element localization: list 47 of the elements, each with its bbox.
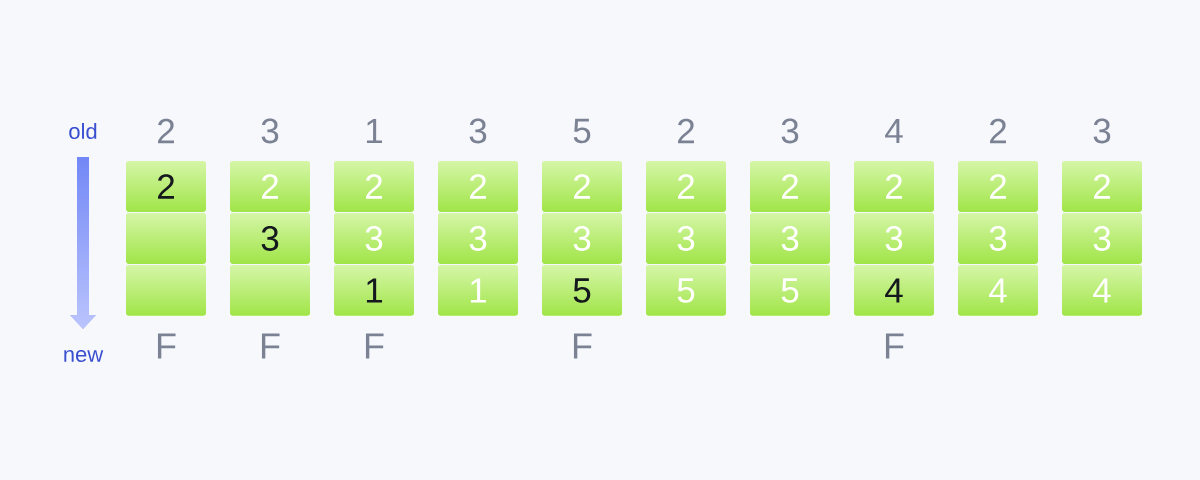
memory-cell: 2 [438, 161, 518, 212]
reference-number: 1 [366, 118, 383, 144]
memory-cell: 1 [334, 265, 414, 316]
reference-number: 2 [158, 118, 174, 144]
memory-cell: 2 [230, 161, 310, 212]
memory-cell: 5 [750, 265, 830, 316]
memory-cell: 5 [646, 265, 726, 316]
memory-cell: 2 [854, 161, 934, 212]
memory-cell: 4 [1062, 265, 1142, 316]
memory-cell: 3 [958, 213, 1038, 264]
reference-number: 3 [1093, 118, 1111, 144]
memory-cell: 3 [230, 213, 310, 264]
fault-mark: F [365, 333, 384, 359]
memory-cell: 3 [542, 213, 622, 264]
memory-cell: 3 [334, 213, 414, 264]
reference-number: 2 [990, 118, 1006, 144]
reference-number: 5 [573, 118, 591, 144]
memory-cell: 2 [750, 161, 830, 212]
memory-cell: 3 [646, 213, 726, 264]
fault-mark: F [261, 333, 280, 359]
memory-cell: 3 [750, 213, 830, 264]
memory-cell: 4 [854, 265, 934, 316]
fault-mark: F [885, 333, 904, 359]
memory-cell: 2 [1062, 161, 1142, 212]
memory-cell: 5 [542, 265, 622, 316]
memory-cell: 2 [646, 161, 726, 212]
memory-cell: 2 [126, 161, 206, 212]
memory-cell [126, 213, 206, 264]
order-label: old [69, 122, 97, 140]
fault-mark: F [157, 333, 176, 359]
memory-cell: 1 [438, 265, 518, 316]
reference-number: 2 [678, 118, 694, 144]
reference-number: 3 [469, 118, 487, 144]
memory-cell: 4 [958, 265, 1038, 316]
memory-cell: 2 [542, 161, 622, 212]
order-label: new [64, 350, 104, 362]
reference-number: 3 [261, 118, 279, 144]
memory-cell [230, 265, 310, 316]
memory-cell: 3 [854, 213, 934, 264]
reference-number: 3 [781, 118, 799, 144]
memory-cell: 3 [438, 213, 518, 264]
reference-number: 4 [885, 118, 903, 144]
memory-cell [126, 265, 206, 316]
memory-cell: 2 [958, 161, 1038, 212]
fault-mark: F [573, 333, 592, 359]
memory-cell: 2 [334, 161, 414, 212]
memory-cell: 3 [1062, 213, 1142, 264]
